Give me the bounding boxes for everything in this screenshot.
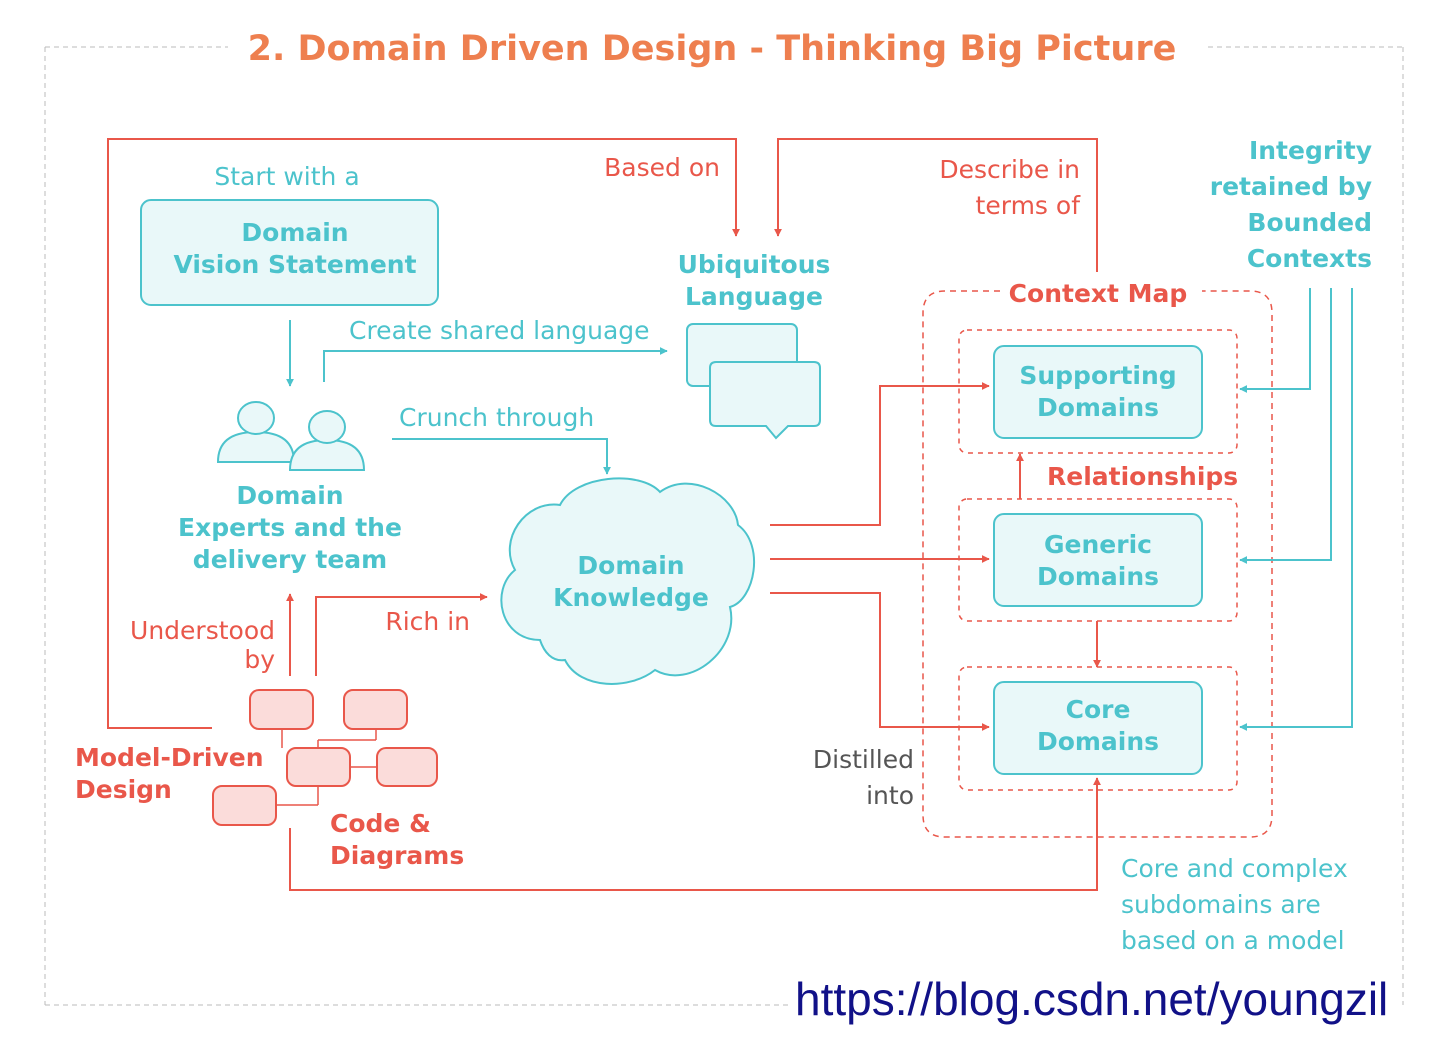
svg-text:Understood: Understood [130,616,275,645]
svg-text:delivery team: delivery team [193,545,387,574]
svg-text:Core and complex: Core and complex [1121,854,1348,883]
people-icon [216,401,366,471]
crunch-through-arrow [392,438,611,475]
domain-knowledge-node: Domain Knowledge [553,551,709,612]
context-map-frame [922,290,1273,838]
svg-text:Domains: Domains [1037,393,1159,422]
svg-text:Knowledge: Knowledge [553,583,709,612]
svg-text:Language: Language [685,282,823,311]
svg-text:Contexts: Contexts [1247,244,1372,273]
rich-in-arrow [315,593,488,676]
svg-text:based on a model: based on a model [1121,926,1345,955]
svg-text:Model-Driven: Model-Driven [75,743,264,772]
svg-text:into: into [866,781,914,810]
svg-text:Bounded: Bounded [1247,208,1372,237]
svg-text:Diagrams: Diagrams [330,841,464,870]
code-diagrams-icon [212,689,438,826]
integrity-supporting-arrow [1239,288,1311,393]
rich-in-label: Rich in [385,607,470,636]
based-on-label: Based on [604,153,720,182]
describe-in-terms-label: Describe in terms of [939,155,1081,220]
integrity-generic-arrow [1239,288,1332,564]
relationships-label: Relationships [1047,462,1238,491]
create-shared-language-arrow [323,347,668,382]
distilled-into-label: Distilled into [813,745,914,810]
crunch-through-label: Crunch through [399,403,594,432]
svg-text:Code &: Code & [330,809,431,838]
core-complex-label: Core and complex subdomains are based on… [1121,854,1348,955]
svg-text:Domain: Domain [577,551,684,580]
svg-text:Experts and the: Experts and the [178,513,402,542]
model-driven-design-label: Model-Driven Design [75,743,264,804]
svg-text:Integrity: Integrity [1249,136,1372,165]
svg-text:terms of: terms of [976,191,1082,220]
svg-text:Supporting: Supporting [1019,361,1176,390]
svg-text:Domain: Domain [241,218,348,247]
watermark-url: https://blog.csdn.net/youngzil [795,973,1389,1025]
integrity-label: Integrity retained by Bounded Contexts [1210,136,1372,273]
svg-text:Vision Statement: Vision Statement [173,250,416,279]
distilled-core-arrow [770,592,990,731]
svg-text:Design: Design [75,775,172,804]
core-domains-node: Core Domains [993,681,1203,775]
svg-text:Ubiquitous: Ubiquitous [678,250,831,279]
ubiquitous-language-node: Ubiquitous Language [678,250,831,311]
code-diagrams-label: Code & Diagrams [330,809,464,870]
svg-text:by: by [244,645,275,674]
svg-text:Generic: Generic [1044,530,1152,559]
vision-statement-node: Domain Vision Statement [140,199,439,306]
outer-frame [44,46,1404,1006]
model-to-core-arrow [289,777,1101,891]
supporting-domains-node: Supporting Domains [993,345,1203,439]
svg-text:Domains: Domains [1037,562,1159,591]
context-map-label: Context Map [1009,279,1188,308]
domain-knowledge-cloud [500,477,755,685]
svg-text:Describe in: Describe in [939,155,1080,184]
page-title: 2. Domain Driven Design - Thinking Big P… [248,29,1177,69]
create-shared-language-label: Create shared language [349,316,650,345]
svg-text:retained by: retained by [1210,172,1372,201]
understood-by-label: Understood by [130,616,275,674]
svg-text:Distilled: Distilled [813,745,914,774]
svg-text:Domains: Domains [1037,727,1159,756]
describe-in-terms-arrow [774,138,1098,272]
supporting-zone [958,329,1238,454]
distilled-supporting-arrow [770,382,990,526]
svg-text:Core: Core [1066,695,1131,724]
svg-text:subdomains are: subdomains are [1121,890,1321,919]
domain-experts-node: Domain Experts and the delivery team [178,481,402,574]
generic-domains-node: Generic Domains [993,513,1203,607]
integrity-core-arrow [1239,288,1353,731]
based-on-arrow [107,138,740,729]
chat-bubbles-icon [686,323,821,440]
start-with-label: Start with a [214,162,359,191]
svg-text:Domain: Domain [236,481,343,510]
